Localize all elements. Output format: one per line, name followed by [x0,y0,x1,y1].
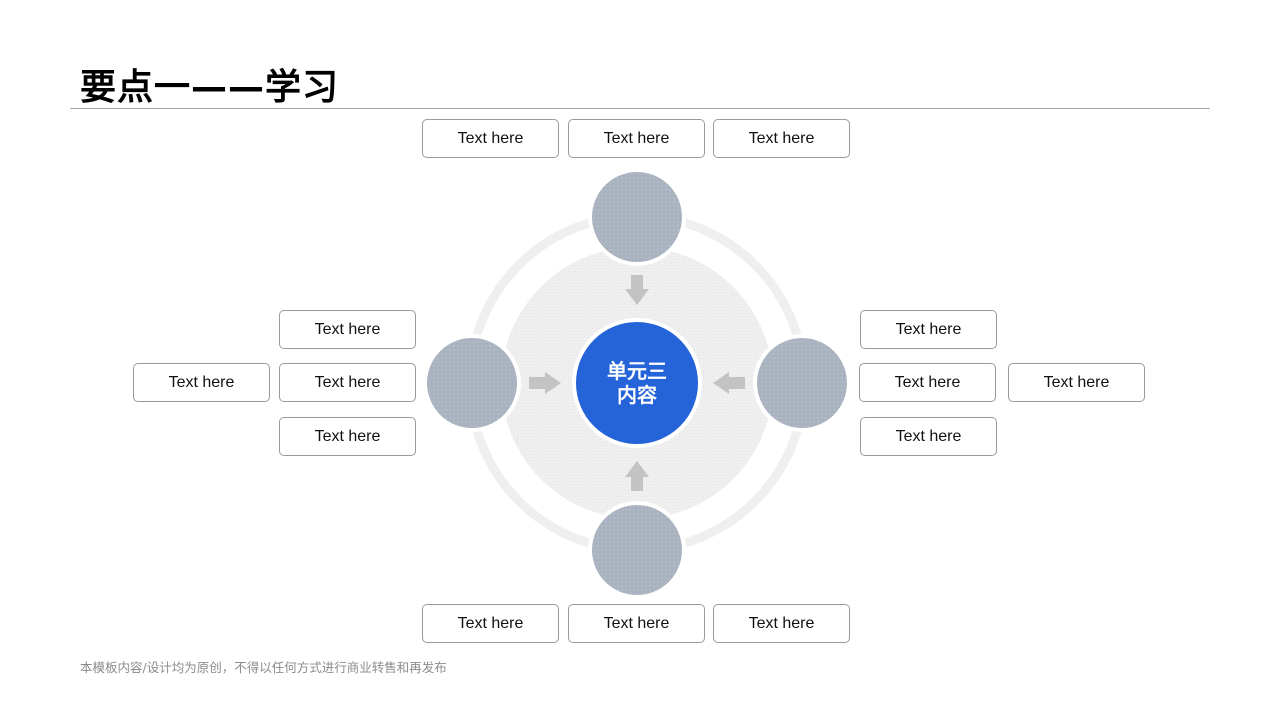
bottom-text-box[interactable]: Text here [422,604,559,643]
page-title: 要点一——学习 [80,67,340,108]
arrow-left-icon [713,372,745,394]
footer-disclaimer: 本模板内容/设计均为原创，不得以任何方式进行商业转售和再发布 [80,660,447,675]
right-text-box[interactable]: Text here [860,310,997,349]
node-top [588,168,686,266]
bottom-text-box[interactable]: Text here [568,604,705,643]
top-text-box[interactable]: Text here [422,119,559,158]
center-circle [572,318,702,448]
node-left [423,334,521,432]
node-right [753,334,851,432]
left-text-box[interactable]: Text here [279,417,416,456]
left-text-box[interactable]: Text here [279,363,416,402]
bottom-text-box[interactable]: Text here [713,604,850,643]
arrow-up-icon [625,461,649,491]
top-text-box[interactable]: Text here [713,119,850,158]
top-text-box[interactable]: Text here [568,119,705,158]
title-divider [70,108,1210,109]
node-bottom [588,501,686,599]
right-text-box[interactable]: Text here [1008,363,1145,402]
arrow-right-icon [529,372,561,394]
arrow-down-icon [625,275,649,305]
center-label-line1: 单元三 [607,359,667,383]
center-label-line2: 内容 [617,383,657,407]
right-text-box[interactable]: Text here [860,417,997,456]
left-text-box[interactable]: Text here [133,363,270,402]
left-text-box[interactable]: Text here [279,310,416,349]
center-label: 单元三 内容 [576,322,698,444]
right-text-box[interactable]: Text here [859,363,996,402]
